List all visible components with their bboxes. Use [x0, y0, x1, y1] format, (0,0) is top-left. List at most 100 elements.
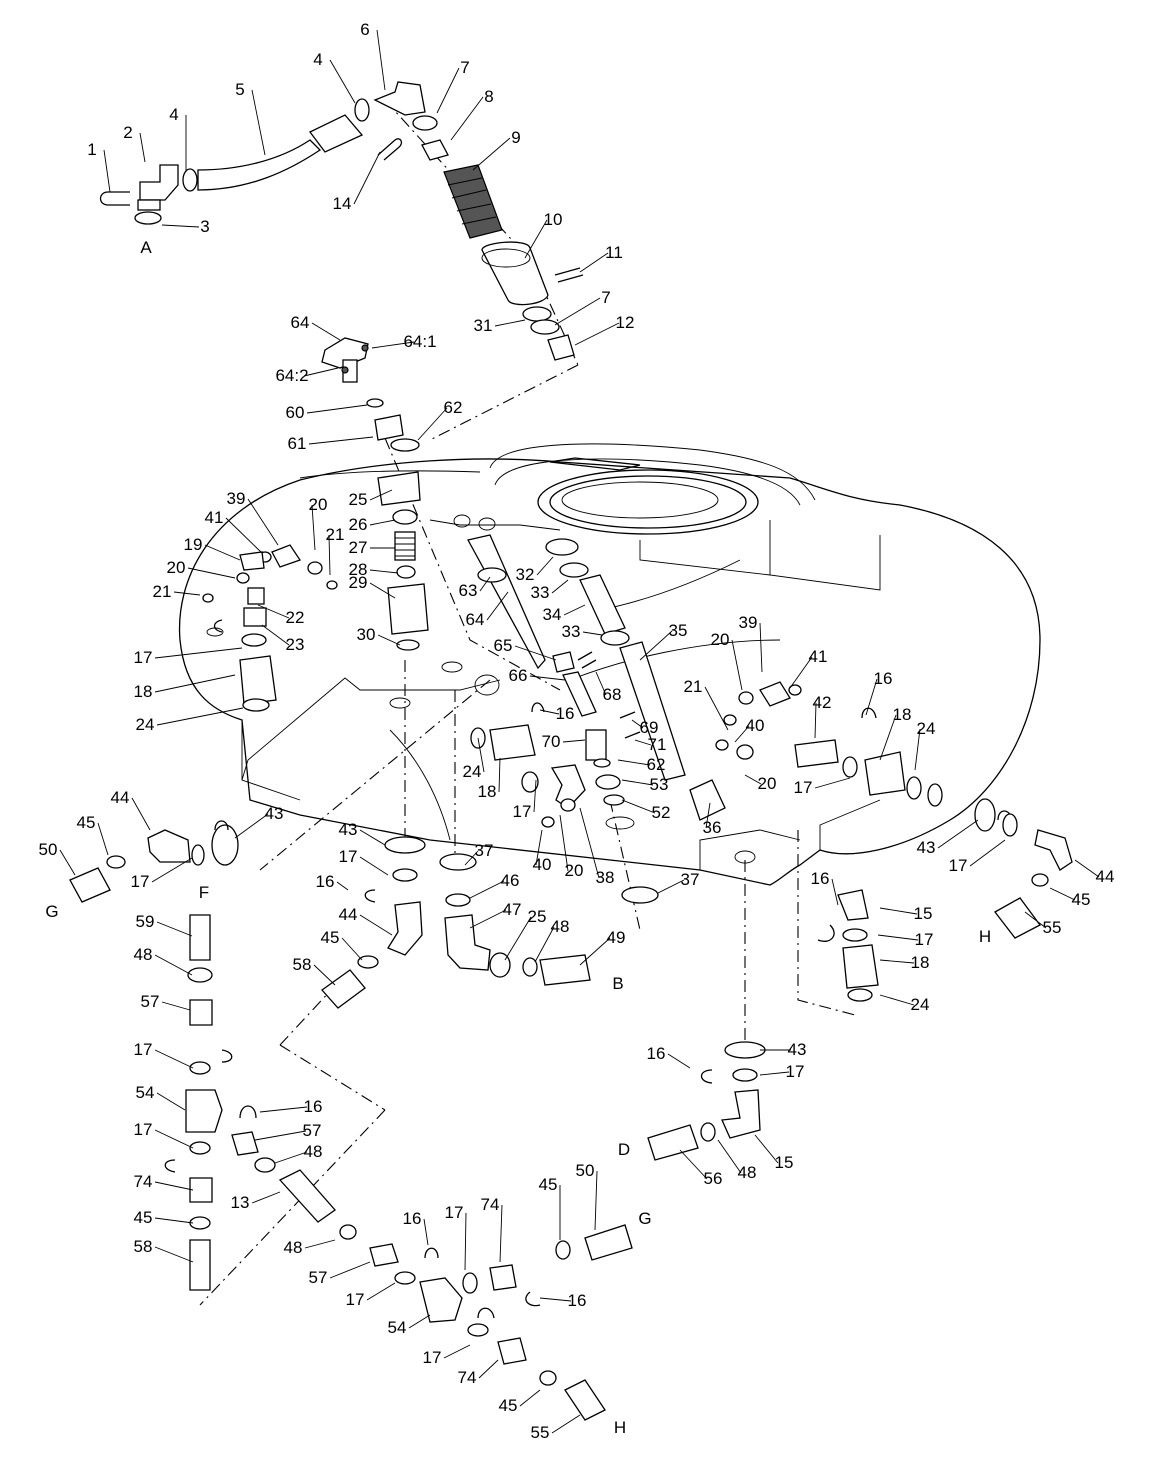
fitting-20c — [560, 798, 576, 812]
callout-label: 61 — [288, 434, 307, 453]
cap-25 — [377, 471, 421, 506]
callout-label: 49 — [607, 928, 626, 947]
leader-line — [478, 1359, 499, 1379]
washer-41b — [788, 684, 802, 696]
leader-line — [369, 489, 393, 501]
leader-line — [154, 647, 243, 659]
leader-line — [103, 149, 111, 193]
leader-line — [156, 1092, 186, 1111]
clip-16-b1 — [424, 1247, 439, 1259]
callout-label: 16 — [556, 704, 575, 723]
leader-line — [1024, 911, 1047, 929]
leader-line — [303, 367, 339, 377]
center-lines — [199, 99, 856, 1306]
clip-16-rmid — [817, 924, 835, 942]
adapter-23 — [243, 607, 267, 627]
callout-label: 7 — [601, 288, 610, 307]
disc-26 — [392, 509, 418, 525]
center-bulkhead-group — [470, 702, 625, 828]
o-ring-17l — [467, 1323, 489, 1337]
leader-line — [621, 799, 656, 814]
nut-37b — [621, 886, 659, 904]
leader-line — [369, 582, 396, 599]
gasket-24d — [927, 783, 943, 807]
clip-16-fa — [221, 1049, 233, 1063]
callout-label: 15 — [775, 1153, 794, 1172]
callout-label: 20 — [711, 630, 730, 649]
callout-label: 4 — [313, 50, 322, 69]
hose-clamp-4a — [182, 168, 198, 192]
callout-label: 21 — [684, 677, 703, 696]
o-ring-7 — [412, 115, 438, 131]
callout-label: 16 — [304, 1097, 323, 1116]
flange-43d — [724, 1041, 766, 1059]
callout-label: 17 — [915, 930, 934, 949]
callout-label: 53 — [650, 775, 669, 794]
callout-label: 13 — [231, 1193, 250, 1212]
adapter-57c — [369, 1243, 399, 1267]
callout-label: 57 — [309, 1268, 328, 1287]
leader-line — [225, 517, 263, 554]
suction-hose-5 — [197, 139, 322, 191]
tube-66 — [562, 671, 597, 717]
clip-16-right — [861, 707, 877, 719]
leader-line — [341, 937, 363, 961]
fitting-40b — [715, 739, 729, 751]
callout-label: 39 — [739, 613, 758, 632]
bulkhead-18a — [239, 655, 277, 705]
leader-line — [759, 622, 763, 673]
flange-43b — [211, 824, 239, 866]
callout-label: 45 — [499, 1396, 518, 1415]
callout-label: 34 — [543, 605, 562, 624]
o-ring-17i — [189, 1141, 211, 1155]
hose-56 — [647, 1124, 699, 1161]
hose-58b — [189, 1239, 211, 1291]
callout-label: 52 — [652, 803, 671, 822]
hose-50b — [584, 1224, 633, 1261]
callout-label: 17 — [949, 856, 968, 875]
callout-label: 41 — [809, 647, 828, 666]
adapter-74c — [497, 1337, 527, 1365]
callout-label: 45 — [134, 1208, 153, 1227]
leader-line — [595, 671, 607, 696]
clamp-45a — [1031, 873, 1049, 887]
nut-25b — [489, 952, 511, 978]
leader-line — [865, 678, 878, 716]
seat-65 — [552, 651, 575, 673]
callout-label: 56 — [704, 1169, 723, 1188]
leader-line — [789, 656, 813, 689]
callout-label: 42 — [813, 693, 832, 712]
callout-label: 45 — [77, 813, 96, 832]
callout-label: 16 — [811, 869, 830, 888]
hose-50a — [69, 867, 111, 903]
callout-label: H — [614, 1418, 626, 1437]
callout-label: 24 — [911, 995, 930, 1014]
collar-63 — [477, 567, 507, 583]
callout-label: 16 — [403, 1209, 422, 1228]
gasket-24c — [906, 776, 922, 800]
callout-label: 25 — [349, 490, 368, 509]
o-ring-17c — [842, 756, 858, 778]
right-mid-group — [817, 889, 879, 1002]
callout-label: 48 — [738, 1163, 757, 1182]
leader-line — [274, 1151, 308, 1164]
leader-line — [504, 916, 532, 961]
callout-label: 47 — [503, 900, 522, 919]
leader-line — [754, 1134, 779, 1164]
callout-label: 20 — [167, 558, 186, 577]
elbow-39b — [759, 681, 791, 707]
leader-line — [731, 639, 743, 691]
leader-line — [705, 802, 711, 829]
tank-outline — [178, 443, 1041, 886]
leader-line — [359, 829, 386, 846]
callout-label: 10 — [544, 210, 563, 229]
clamp-45b — [106, 855, 126, 869]
pin-71 — [624, 731, 641, 739]
bushing-61 — [374, 414, 404, 441]
leader-line — [519, 1389, 541, 1407]
leader-line — [562, 739, 586, 743]
callout-label: G — [45, 902, 58, 921]
valve-handle-assembly — [321, 337, 641, 739]
nut-33a — [559, 562, 589, 578]
leader-line — [259, 1106, 308, 1113]
